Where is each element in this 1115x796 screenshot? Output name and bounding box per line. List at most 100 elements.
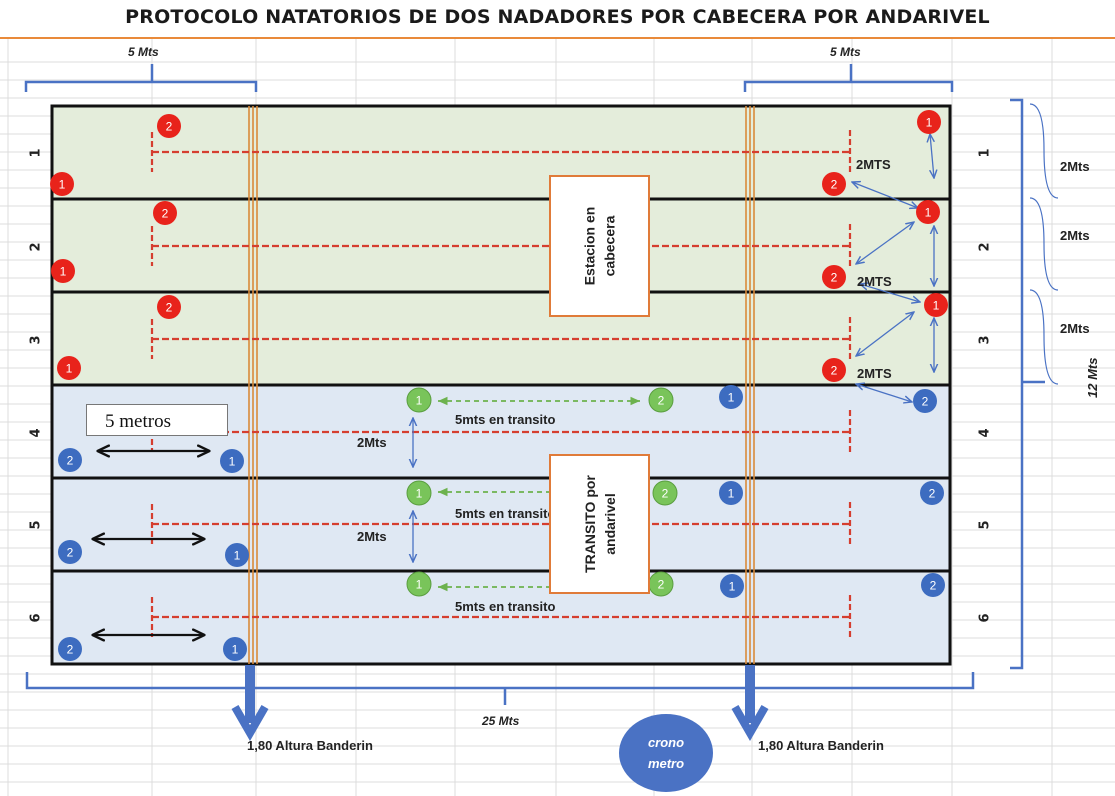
- lane-dividers: [52, 197, 950, 573]
- swimmer-red-2: 2: [822, 265, 846, 289]
- label-2mts-2: 2Mts: [1060, 228, 1090, 243]
- swimmer-red-1: 1: [57, 356, 81, 380]
- svg-text:1: 1: [728, 487, 735, 501]
- svg-text:1: 1: [59, 178, 66, 192]
- bracket-right-5m: [743, 64, 954, 92]
- swimmer-green-1: 1: [406, 387, 432, 413]
- lane-line-3: [150, 317, 852, 361]
- svg-text:1: 1: [416, 394, 423, 408]
- label-5mts-left: 5 Mts: [128, 45, 159, 59]
- swimmer-red-2: 2: [822, 358, 846, 382]
- lane-number-right-3: 3: [978, 335, 993, 344]
- label-2mts-transit-1: 2Mts: [357, 435, 387, 450]
- swimmer-green-2: 2: [648, 387, 674, 413]
- transit-station-line2: andarivel: [601, 493, 618, 555]
- lane-number-left-3: 3: [29, 335, 44, 344]
- lane-spacing-brackets: [1029, 103, 1059, 385]
- bracket-bottom-25m: [25, 672, 975, 705]
- svg-text:2: 2: [831, 178, 838, 192]
- lane-number-left-4: 4: [29, 428, 44, 437]
- svg-text:1: 1: [229, 455, 236, 469]
- swimmer-red-1: 1: [917, 110, 941, 134]
- label-25mts: 25 Mts: [481, 714, 520, 728]
- label-2mts-head-3: 2MTS: [857, 366, 892, 381]
- lane-line-1: [150, 130, 852, 174]
- swimmer-blue-2: 2: [58, 448, 82, 472]
- stopwatch-line2: metro: [647, 756, 685, 771]
- swimmer-blue-1: 1: [720, 574, 744, 598]
- lane-center-lines: [150, 130, 852, 639]
- bracket-right-12m: [1010, 98, 1045, 670]
- svg-text:2: 2: [67, 546, 74, 560]
- head-zone-arrows: [852, 134, 934, 402]
- flag-arrow-left: [231, 665, 269, 742]
- pool-outline: [50, 104, 952, 666]
- swimmer-blue-1: 1: [719, 385, 743, 409]
- lane-line-2: [150, 224, 852, 268]
- five-meter-arrows: [93, 451, 209, 635]
- swimmer-red-2: 2: [153, 201, 177, 225]
- swimmer-green-2: 2: [652, 480, 678, 506]
- svg-text:1: 1: [416, 487, 423, 501]
- label-flag-right: 1,80 Altura Banderin: [758, 738, 884, 753]
- head-zone: [52, 106, 950, 385]
- swimmer-blue-2: 2: [58, 637, 82, 661]
- label-2mts-head-2: 2MTS: [857, 274, 892, 289]
- flag-line-left: [248, 106, 258, 664]
- svg-text:1: 1: [416, 578, 423, 592]
- label-flag-left: 1,80 Altura Banderin: [247, 738, 373, 753]
- svg-text:2: 2: [658, 394, 665, 408]
- svg-text:1: 1: [925, 206, 932, 220]
- bracket-left-5m: [24, 64, 258, 92]
- lane-number-left-1: 1: [29, 148, 44, 157]
- label-transit-3: 5mts en transito: [455, 599, 555, 614]
- label-12mts: 12 Mts: [1085, 358, 1100, 398]
- label-2mts-transit-2: 2Mts: [357, 529, 387, 544]
- svg-text:2: 2: [67, 643, 74, 657]
- lane-number-right-6: 6: [978, 613, 993, 622]
- lane-line-6: [150, 595, 852, 639]
- swimmer-red-1: 1: [924, 293, 948, 317]
- flag-arrow-right: [731, 665, 769, 742]
- head-station-line1: Estacion en: [581, 206, 598, 286]
- svg-text:2: 2: [929, 487, 936, 501]
- lane-line-5: [150, 502, 852, 546]
- swimmer-blue-2: 2: [921, 573, 945, 597]
- swimmer-red-2: 2: [157, 295, 181, 319]
- transit-station-line1: TRANSITO por: [581, 475, 598, 573]
- swimmer-red-1: 1: [50, 172, 74, 196]
- lane-number-left-6: 6: [29, 613, 44, 622]
- svg-text:2: 2: [930, 579, 937, 593]
- lane-number-right-1: 1: [978, 148, 993, 157]
- svg-text:2: 2: [831, 271, 838, 285]
- label-transit-1: 5mts en transito: [455, 412, 555, 427]
- svg-text:1: 1: [933, 299, 940, 313]
- stopwatch-line1: crono: [647, 735, 685, 750]
- svg-text:2: 2: [831, 364, 838, 378]
- swimmer-blue-1: 1: [220, 449, 244, 473]
- swimmer-blue-2: 2: [913, 389, 937, 413]
- svg-text:2: 2: [922, 395, 929, 409]
- label-2mts-3: 2Mts: [1060, 321, 1090, 336]
- svg-text:1: 1: [728, 391, 735, 405]
- label-2mts-head-1: 2MTS: [856, 157, 891, 172]
- label-5mts-right: 5 Mts: [830, 45, 861, 59]
- swimmer-blue-1: 1: [223, 637, 247, 661]
- lane-number-left-5: 5: [29, 520, 44, 529]
- lane-number-right-4: 4: [978, 428, 993, 437]
- svg-text:2: 2: [658, 578, 665, 592]
- svg-text:1: 1: [729, 580, 736, 594]
- swimmer-red-1: 1: [916, 200, 940, 224]
- swimmer-red-2: 2: [822, 172, 846, 196]
- page-title: PROTOCOLO NATATORIOS DE DOS NADADORES PO…: [125, 6, 990, 28]
- label-2mts-1: 2Mts: [1060, 159, 1090, 174]
- swimmer-blue-1: 1: [719, 481, 743, 505]
- svg-text:2: 2: [662, 487, 669, 501]
- flag-line-right: [745, 106, 755, 664]
- lane-number-left-2: 2: [29, 242, 44, 251]
- swimmer-blue-2: 2: [58, 540, 82, 564]
- swimmer-red-2: 2: [157, 114, 181, 138]
